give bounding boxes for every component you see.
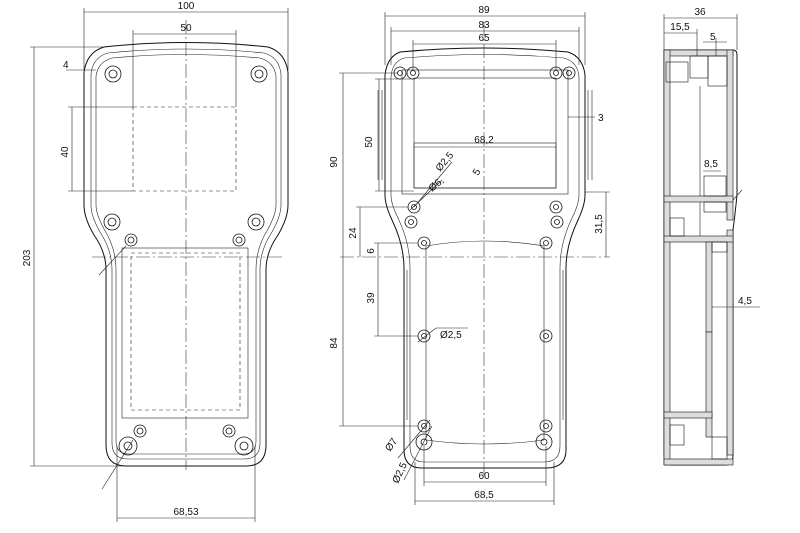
dim-middle-upper-31-5: 31,5	[594, 214, 605, 234]
front-bosses	[103, 65, 268, 456]
middle-outer-outline	[384, 47, 586, 469]
dim-middle-width-68-2: 68,2	[474, 135, 494, 146]
dim-middle-width-60: 60	[478, 471, 490, 482]
dim-side-depth: 36	[694, 7, 706, 18]
dim-middle-hole-diameter-lower: Ø2,5	[440, 330, 462, 341]
dim-middle-width-outer: 89	[478, 5, 490, 16]
front-view: 100 50 4 40 203 68,53	[22, 1, 289, 522]
dim-middle-width-inner: 83	[478, 20, 490, 31]
middle-window-recess	[413, 142, 557, 189]
front-outer-outline	[83, 42, 289, 467]
dim-middle-small-5: 5	[471, 167, 484, 178]
side-outer-outline	[663, 49, 738, 466]
dim-middle-width-68-5: 68,5	[474, 490, 494, 501]
dim-middle-lower-39: 39	[366, 292, 377, 304]
dim-front-window-width: 50	[180, 23, 192, 34]
middle-upper-window	[401, 69, 569, 195]
dim-middle-boss-d7: Ø7	[383, 436, 400, 454]
dim-middle-hole-diameter: Ø2,5	[434, 150, 457, 174]
dim-middle-width-window: 65	[478, 33, 490, 44]
middle-lower-window	[425, 240, 545, 445]
dim-middle-lower-84: 84	[329, 337, 340, 349]
dim-middle-upper-height: 50	[364, 136, 375, 148]
front-inner-outline-1	[90, 48, 282, 460]
middle-upper-window-inner	[413, 77, 557, 189]
middle-bosses	[393, 66, 576, 451]
dim-front-height: 203	[22, 249, 33, 266]
dim-front-width: 100	[178, 1, 195, 12]
dim-front-bottom-span: 68,53	[173, 507, 198, 518]
front-lower-window-frame	[121, 247, 249, 419]
middle-inner-outline	[390, 54, 580, 463]
dim-side-wall-4-5: 4,5	[738, 296, 752, 307]
dim-middle-hole-diameter-bottom: Ø2,5	[391, 461, 410, 486]
dim-middle-rib: 3	[598, 113, 604, 124]
dim-front-window-height: 40	[60, 146, 71, 158]
dim-front-wall: 4	[63, 60, 69, 71]
middle-view: 89 83 65 3 50 90 68,2 Ø2,5 Ø6, 5 24	[329, 5, 610, 505]
dim-middle-height-90: 90	[329, 156, 340, 168]
middle-side-ribs	[377, 90, 593, 420]
dim-middle-step-6: 6	[366, 248, 377, 254]
dim-side-depth-15-5: 15,5	[670, 22, 690, 33]
dim-side-depth-8-5: 8,5	[704, 159, 718, 170]
side-view: 36 15,5 5 8,5 4,5	[663, 7, 760, 466]
dim-middle-step-24: 24	[348, 227, 359, 239]
front-lower-window	[130, 252, 241, 411]
dim-side-depth-5: 5	[710, 32, 716, 43]
front-upper-window	[132, 106, 237, 192]
